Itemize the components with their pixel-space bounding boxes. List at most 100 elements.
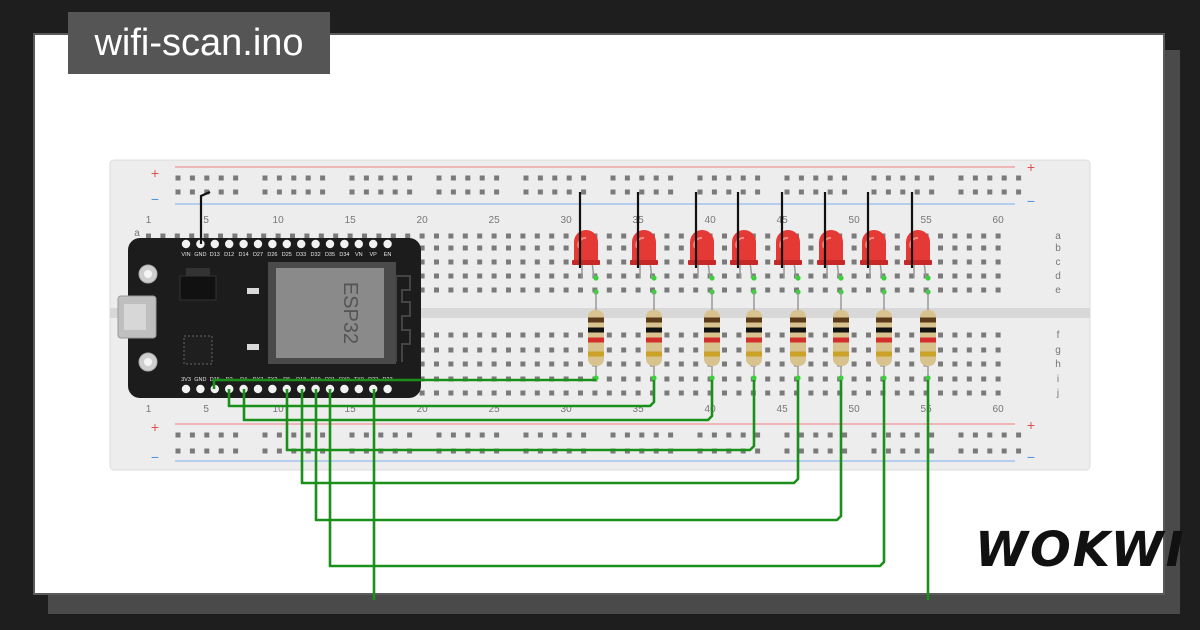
breadboard-hole (693, 361, 699, 367)
pin-label-top: D13 (210, 252, 220, 258)
breadboard-hole (678, 361, 684, 367)
breadboard-hole (938, 390, 943, 396)
row-letter: b (1055, 243, 1061, 254)
resistor-band (646, 337, 662, 343)
rail-hole (305, 432, 311, 438)
pin-header-bottom (253, 384, 263, 394)
rail-hole (537, 432, 543, 438)
pin-header-top (239, 239, 248, 249)
breadboard-hole (563, 361, 569, 367)
pin-header-bottom (268, 384, 277, 394)
breadboard-hole (736, 390, 742, 396)
breadboard-hole (808, 273, 814, 279)
breadboard-hole (606, 390, 612, 396)
breadboard-hole (664, 347, 670, 353)
pin-header-top (181, 239, 191, 249)
breadboard-hole (491, 273, 497, 279)
rail-hole (392, 189, 398, 195)
column-number: 50 (849, 404, 861, 415)
breadboard-hole (506, 259, 511, 265)
breadboard-hole (966, 273, 972, 279)
breadboard-hole (678, 376, 684, 382)
breadboard-hole (434, 287, 439, 293)
rail-hole (189, 448, 195, 454)
breadboard-hole (808, 287, 814, 293)
breadboard-hole (765, 259, 771, 265)
breadboard-hole (952, 332, 958, 338)
column-number: 60 (993, 404, 1005, 415)
pin-header-bottom (354, 384, 363, 394)
rail-hole (363, 189, 369, 195)
resistor-band (790, 351, 806, 357)
breadboard-hole (578, 390, 583, 396)
breadboard-hole (894, 233, 900, 239)
breadboard-hole (549, 233, 555, 239)
breadboard-hole (923, 287, 929, 293)
breadboard-hole (419, 233, 425, 239)
rail-hole (552, 432, 558, 438)
breadboard-hole (966, 376, 972, 382)
resistor-band (588, 351, 604, 357)
rail-hole (972, 432, 978, 438)
breadboard-hole (419, 273, 425, 279)
breadboard-hole (448, 347, 454, 353)
breadboard-hole (664, 233, 670, 239)
rail-hole (218, 189, 224, 195)
breadboard-hole (232, 233, 238, 239)
breadboard-hole (534, 347, 540, 353)
breadboard-hole (664, 287, 670, 293)
rail-hole (262, 432, 268, 438)
breadboard-hole (491, 332, 497, 338)
breadboard-hole (578, 287, 583, 293)
breadboard-hole (981, 287, 987, 293)
breadboard-hole (606, 361, 612, 367)
breadboard-hole (894, 287, 900, 293)
resistor-band (876, 327, 892, 333)
resistor-band (876, 317, 892, 323)
breadboard-hole (851, 361, 857, 367)
breadboard-hole (938, 332, 943, 338)
rail-hole (262, 189, 268, 195)
rail-hole (900, 432, 906, 438)
rail-hole (827, 189, 833, 195)
breadboard-hole (534, 390, 540, 396)
column-number: 10 (273, 404, 285, 415)
rail-hole (639, 189, 645, 195)
breadboard-hole (534, 332, 540, 338)
breadboard-hole (635, 332, 641, 338)
rail-hole (929, 189, 935, 195)
breadboard-hole (419, 259, 425, 265)
column-number: 50 (849, 215, 861, 226)
rail-hole (610, 432, 616, 438)
resistor-band (876, 351, 892, 357)
rail-hole (1016, 448, 1022, 454)
rail-hole (349, 432, 355, 438)
breadboard-hole (578, 347, 583, 353)
breadboard-hole (894, 245, 900, 251)
rail-hole (871, 189, 877, 195)
rail-hole (1016, 189, 1022, 195)
connection-dot (751, 275, 757, 281)
breadboard-hole (894, 332, 900, 338)
connection-dot (593, 275, 599, 281)
breadboard-hole (491, 287, 497, 293)
rail-hole (262, 448, 268, 454)
rail-hole (871, 432, 877, 438)
rail-hole (697, 189, 703, 195)
breadboard-hole (736, 332, 742, 338)
breadboard-hole (506, 245, 511, 251)
rail-hole (204, 175, 210, 181)
breadboard-hole (606, 233, 612, 239)
rail-hole (711, 175, 717, 181)
breadboard-hole (462, 347, 468, 353)
rail-hole (378, 175, 384, 181)
pin-label-top: D34 (339, 252, 349, 258)
breadboard-hole (635, 361, 641, 367)
column-number: 45 (777, 404, 789, 415)
rail-hole (972, 189, 978, 195)
signal-wire (242, 380, 714, 422)
breadboard-hole (851, 347, 857, 353)
rail-hole (450, 175, 456, 181)
breadboard-hole (606, 273, 612, 279)
breadboard-hole (549, 332, 555, 338)
